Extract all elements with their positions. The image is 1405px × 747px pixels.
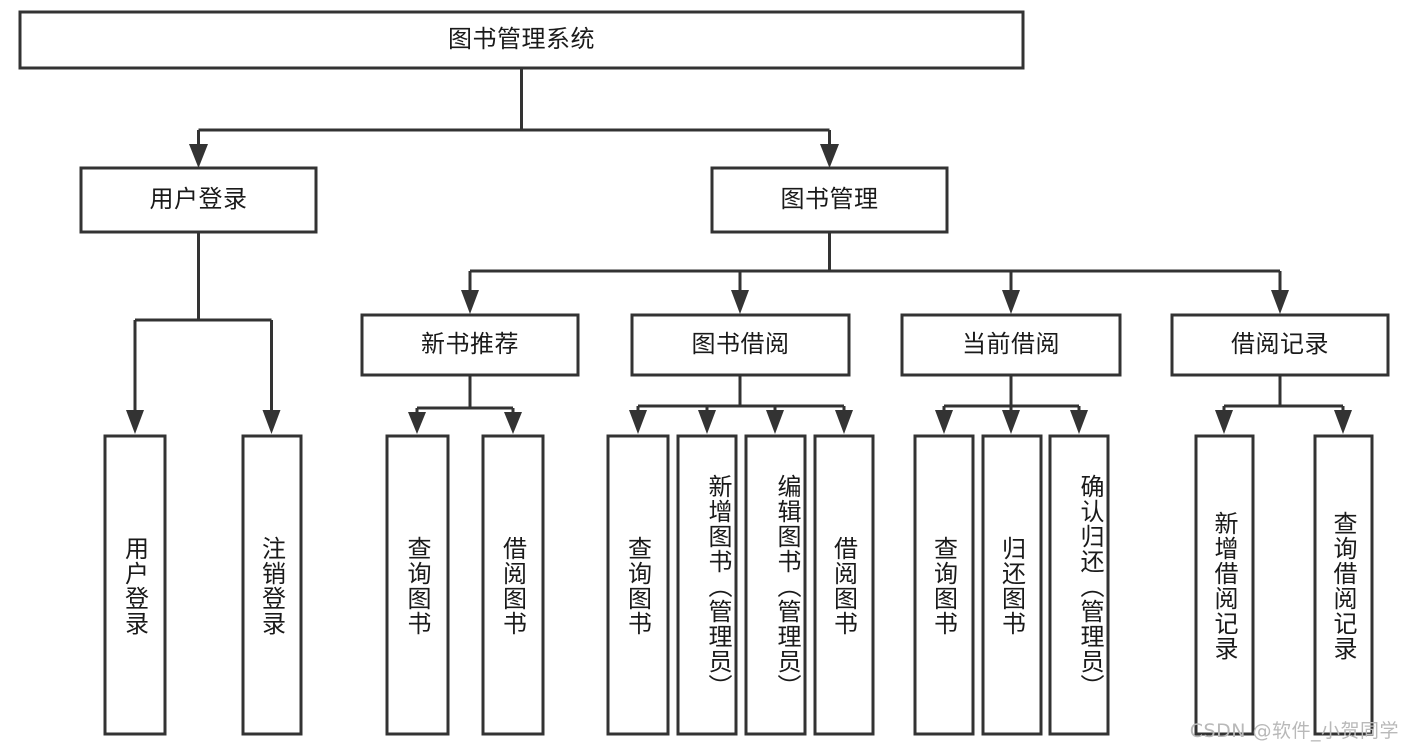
arrowhead-leaf-logout bbox=[262, 410, 281, 434]
node-box-book-borrow[interactable] bbox=[630, 313, 851, 377]
node-box-leaf-query-book-current[interactable] bbox=[913, 434, 975, 736]
arrowhead-leaf-add-borrow-record bbox=[1215, 410, 1233, 434]
arrowhead-new-book-recommend bbox=[461, 290, 479, 314]
arrowhead-leaf-add-book-admin bbox=[698, 410, 716, 434]
arrowhead-leaf-confirm-return-admin bbox=[1070, 410, 1088, 434]
node-box-new-book-recommend[interactable] bbox=[360, 313, 580, 377]
node-box-leaf-confirm-return-admin[interactable] bbox=[1048, 434, 1110, 736]
arrowhead-leaf-query-book-current bbox=[935, 410, 953, 434]
arrowhead-leaf-query-book-borrow bbox=[629, 410, 647, 434]
node-box-leaf-edit-book-admin[interactable] bbox=[744, 434, 807, 736]
arrowhead-leaf-query-borrow-record bbox=[1334, 410, 1352, 434]
node-box-leaf-add-borrow-record[interactable] bbox=[1194, 434, 1255, 736]
arrowhead-book-borrow bbox=[731, 290, 749, 314]
arrowhead-book-management bbox=[820, 144, 839, 168]
node-box-leaf-borrow-book-recommend[interactable] bbox=[481, 434, 545, 736]
node-box-leaf-query-borrow-record[interactable] bbox=[1313, 434, 1374, 736]
node-box-leaf-logout[interactable] bbox=[241, 434, 303, 736]
node-box-root[interactable] bbox=[18, 10, 1025, 70]
node-box-leaf-borrow-book[interactable] bbox=[813, 434, 875, 736]
node-box-leaf-add-book-admin[interactable] bbox=[676, 434, 738, 736]
node-box-book-management[interactable] bbox=[710, 166, 949, 234]
node-box-leaf-query-book-borrow[interactable] bbox=[606, 434, 670, 736]
arrowhead-user-login bbox=[189, 144, 208, 168]
arrowhead-current-borrow bbox=[1002, 290, 1020, 314]
node-box-leaf-query-book-recommend[interactable] bbox=[385, 434, 450, 736]
arrowhead-leaf-user-login bbox=[126, 410, 144, 434]
arrowhead-leaf-return-book bbox=[1002, 410, 1020, 434]
arrowhead-leaf-query-book-recommend bbox=[408, 412, 426, 434]
edges-group bbox=[126, 68, 1352, 434]
nodes-group bbox=[18, 10, 1390, 736]
node-box-user-login[interactable] bbox=[79, 166, 318, 234]
arrowhead-leaf-borrow-book bbox=[835, 410, 853, 434]
node-box-current-borrow[interactable] bbox=[900, 313, 1122, 377]
arrowhead-leaf-edit-book-admin bbox=[766, 410, 784, 434]
node-box-borrow-record[interactable] bbox=[1170, 313, 1390, 377]
node-box-leaf-user-login[interactable] bbox=[103, 434, 167, 736]
node-box-leaf-return-book[interactable] bbox=[981, 434, 1043, 736]
arrowhead-borrow-record bbox=[1271, 290, 1289, 314]
arrowhead-leaf-borrow-book-recommend bbox=[504, 412, 522, 434]
